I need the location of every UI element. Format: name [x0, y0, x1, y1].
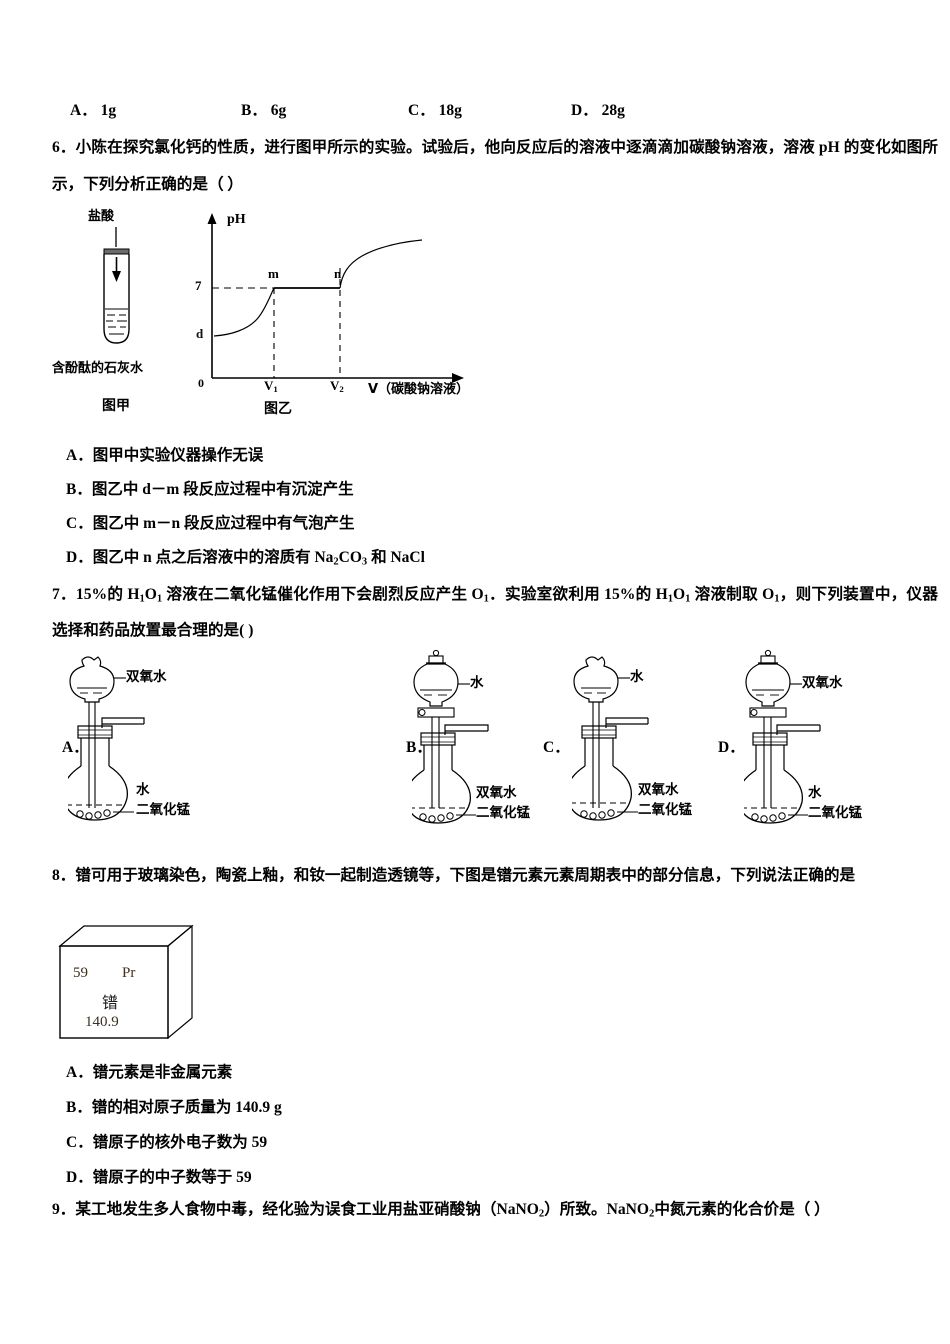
question-6-stem: 6．小陈在探究氯化钙的性质，进行图甲所示的实验。试验后，他向反应后的溶液中逐滴滴… [52, 130, 938, 203]
q5-option-c-letter: C． [408, 102, 435, 119]
apparatus-a-funnel-label: 双氧水 [126, 669, 167, 685]
question-6-text: 小陈在探究氯化钙的性质，进行图甲所示的实验。试验后，他向反应后的溶液中逐滴滴加碳… [52, 139, 938, 193]
q6-option-a: A．图甲中实验仪器操作无误 [66, 443, 263, 465]
q6-option-b-text: 图乙中 d－m 段反应过程中有沉淀产生 [91, 481, 354, 498]
q8-option-d-letter: D． [66, 1169, 93, 1186]
apparatus-a: 双氧水 水 二氧化锰 [68, 648, 268, 833]
apparatus-d: 双氧水 水 二氧化锰 [744, 648, 944, 833]
question-9-stem: 9．某工地发生多人食物中毒，经化验为误食工业用盐亚硝酸钠（NaNO2）所致。Na… [52, 1192, 938, 1229]
q5-option-c: C． 18g [408, 98, 462, 120]
figure-jia-caption: 图甲 [102, 398, 130, 414]
question-8-number: 8． [52, 867, 76, 884]
x-tick-v1: V1 [264, 378, 278, 395]
q6-option-d-letter: D． [66, 549, 93, 566]
q6-option-b-letter: B． [66, 481, 92, 498]
apparatus-c: 水 双氧水 二氧化锰 [572, 648, 772, 833]
apparatus-b-funnel-label: 水 [470, 675, 484, 691]
q8-option-b-text: 镨的相对原子质量为 140.9 g [91, 1099, 282, 1116]
q5-option-a-text: 1g [100, 102, 117, 119]
apparatus-c-drawing [572, 656, 649, 821]
q6-option-c-letter: C． [66, 515, 93, 532]
q5-option-b: B． 6g [241, 98, 286, 120]
lime-water-with-phenolphthalein-label: 含酚酞的石灰水 [52, 361, 144, 376]
x-axis-label: V（碳酸钠溶液） [368, 382, 470, 397]
q6-option-b: B．图乙中 d－m 段反应过程中有沉淀产生 [66, 477, 354, 499]
q7-option-b-letter: B． [406, 739, 432, 756]
ph-tick-7: 7 [195, 278, 202, 293]
x-tick-v2: V2 [330, 378, 344, 395]
q5-option-d-letter: D． [571, 102, 598, 119]
q6-option-a-text: 图甲中实验仪器操作无误 [92, 447, 264, 464]
q8-option-d-text: 镨原子的中子数等于 59 [92, 1169, 252, 1186]
curve-start-point-d: d [196, 326, 204, 341]
q5-option-b-letter: B． [241, 102, 267, 119]
q8-option-b-letter: B． [66, 1099, 92, 1116]
q8-option-a: A．镨元素是非金属元素 [66, 1060, 232, 1082]
apparatus-c-flask-label-1: 双氧水 [638, 782, 679, 798]
q6-option-c-text: 图乙中 m－n 段反应过程中有气泡产生 [92, 515, 355, 532]
q5-option-b-text: 6g [270, 102, 287, 119]
q8-option-c-text: 镨原子的核外电子数为 59 [92, 1134, 268, 1151]
q7-option-d-letter: D． [718, 739, 745, 756]
apparatus-d-drawing [744, 649, 821, 824]
q6-option-d-text-prefix: 图乙中 n 点之后溶液中的溶质有 Na2CO3 和 NaCl [92, 549, 425, 568]
question-8-text: 镨可用于玻璃染色，陶瓷上釉，和钕一起制造透镜等，下图是镨元素元素周期表中的部分信… [75, 867, 856, 884]
apparatus-c-funnel-label: 水 [630, 669, 644, 685]
q8-option-a-letter: A． [66, 1064, 93, 1081]
apparatus-a-flask-label-2: 二氧化锰 [136, 802, 190, 818]
curve-point-m: m [268, 266, 279, 281]
hydrochloric-acid-label: 盐酸 [88, 209, 115, 224]
element-symbol: Pr [122, 965, 136, 981]
question-9-number: 9． [52, 1201, 76, 1218]
q5-option-a-letter: A． [70, 102, 97, 119]
apparatus-a-flask-label-1: 水 [136, 782, 150, 798]
figure-yi-ph-chart: pH 7 d m n 0 V1 V2 V（碳酸钠溶液） 图乙 [190, 208, 490, 417]
figure-yi-caption: 图乙 [264, 401, 292, 417]
curve-point-n: n [334, 266, 342, 281]
apparatus-d-flask-label-1: 水 [808, 785, 822, 801]
question-8-stem: 8．镨可用于玻璃染色，陶瓷上釉，和钕一起制造透镜等，下图是镨元素元素周期表中的部… [52, 858, 938, 894]
q5-option-a: A． 1g [70, 98, 116, 120]
ph-axis-label: pH [227, 212, 246, 227]
question-7-text: 15%的 H1O1 溶液在二氧化锰催化作用下会剧烈反应产生 O1．实验室欲利用 … [52, 586, 938, 639]
q8-option-a-text: 镨元素是非金属元素 [92, 1064, 233, 1081]
q8-option-d: D．镨原子的中子数等于 59 [66, 1165, 252, 1187]
q5-option-d: D． 28g [571, 98, 625, 120]
ph-chart-origin: 0 [198, 376, 204, 390]
question-6-number: 6． [52, 139, 76, 156]
q5-option-c-text: 18g [438, 102, 462, 119]
apparatus-c-flask-label-2: 二氧化锰 [638, 802, 692, 818]
apparatus-b-flask-label-1: 双氧水 [476, 785, 517, 801]
q5-option-d-text: 28g [601, 102, 625, 119]
element-cube: 59 Pr 镨 140.9 [52, 922, 212, 1047]
q8-option-c: C．镨原子的核外电子数为 59 [66, 1130, 267, 1152]
element-atomic-mass: 140.9 [85, 1014, 119, 1030]
q6-option-a-letter: A． [66, 447, 93, 464]
question-9-text: 某工地发生多人食物中毒，经化验为误食工业用盐亚硝酸钠（NaNO2）所致。NaNO… [75, 1201, 830, 1220]
apparatus-b: 水 双氧水 二氧化锰 [412, 648, 612, 833]
figure-jia-test-tube: 盐酸 含酚酞的石灰水 图甲 [52, 205, 250, 414]
apparatus-d-flask-label-2: 二氧化锰 [808, 805, 862, 821]
apparatus-b-drawing [412, 649, 489, 824]
apparatus-b-flask-label-2: 二氧化锰 [476, 805, 530, 821]
q6-option-c: C．图乙中 m－n 段反应过程中有气泡产生 [66, 511, 355, 533]
element-chinese-name: 镨 [102, 993, 119, 1012]
q6-option-d: D．图乙中 n 点之后溶液中的溶质有 Na2CO3 和 NaCl [66, 545, 425, 568]
apparatus-d-funnel-label: 双氧水 [802, 675, 843, 691]
q8-option-c-letter: C． [66, 1134, 93, 1151]
apparatus-a-drawing [68, 656, 145, 821]
q8-option-b: B．镨的相对原子质量为 140.9 g [66, 1095, 282, 1117]
test-tube-drawing [103, 227, 130, 344]
ph-curve-drawing [207, 213, 464, 383]
q7-option-a-letter: A． [62, 739, 89, 756]
q7-option-c-letter: C． [543, 739, 570, 756]
element-atomic-number: 59 [73, 965, 88, 981]
element-cube-drawing [58, 924, 194, 1040]
question-7-number: 7． [52, 586, 76, 603]
question-7-stem: 7．15%的 H1O1 溶液在二氧化锰催化作用下会剧烈反应产生 O1．实验室欲利… [52, 577, 938, 649]
